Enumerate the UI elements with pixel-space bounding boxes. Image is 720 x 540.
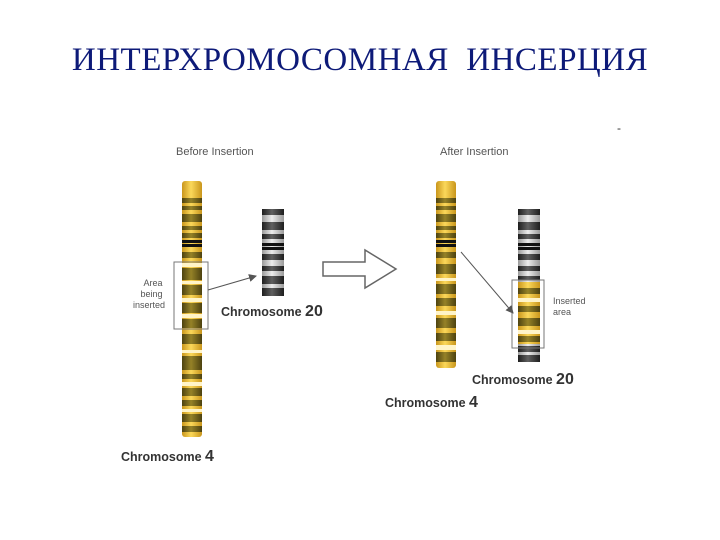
chromosome-band	[436, 345, 456, 350]
chromosome-band	[182, 400, 202, 406]
transition-arrow-icon	[322, 248, 398, 290]
chromosome-band	[262, 209, 284, 215]
inserted-segment	[518, 282, 540, 344]
chromosome-band	[518, 330, 540, 334]
chromosome-band	[436, 264, 456, 274]
chromosome-band	[518, 318, 540, 326]
chromosome-band	[436, 298, 456, 306]
chromosome-band	[518, 234, 540, 239]
chromosome-band	[182, 382, 202, 386]
chromosome-band	[518, 355, 540, 362]
centromere	[182, 240, 202, 243]
chromosome-band	[436, 233, 456, 238]
chromosome-band	[182, 303, 202, 313]
chromosome-band	[518, 222, 540, 230]
chromosome-band	[182, 319, 202, 328]
chromosome-band	[518, 336, 540, 342]
inserted-area-box	[511, 279, 545, 349]
chromosome-band	[262, 254, 284, 260]
chromosome-band	[182, 314, 202, 318]
chromosome-band	[436, 206, 456, 210]
chromosome-4-before	[182, 181, 202, 437]
chromosome-body	[262, 209, 284, 296]
chromosome-band	[436, 352, 456, 362]
chromosome-band	[262, 234, 284, 239]
area-being-inserted-label: Area being inserted	[133, 278, 165, 310]
chromosome-band	[436, 284, 456, 294]
chromosome-band	[182, 334, 202, 344]
chromosome-band	[182, 233, 202, 238]
chromosome-band	[182, 356, 202, 370]
centromere	[436, 244, 456, 247]
chromosome-band	[436, 311, 456, 315]
chromosome-band	[436, 278, 456, 281]
chromosome-4-after	[436, 181, 456, 368]
chromosome-band	[182, 281, 202, 284]
chromosome-band	[436, 318, 456, 328]
chromosome-20-before	[262, 209, 284, 296]
centromere	[182, 244, 202, 247]
chromosome-band	[182, 409, 202, 412]
chromosome-band	[518, 298, 540, 302]
chromosome-band	[518, 346, 540, 352]
chromosome-20-label-before: Chromosome 20	[221, 303, 323, 320]
chromosome-band	[182, 285, 202, 295]
chromosome-band	[436, 333, 456, 341]
centromere	[518, 247, 540, 250]
chromosome-band	[182, 252, 202, 258]
chromosome-band	[262, 222, 284, 230]
chromosome-band	[518, 209, 540, 215]
before-heading: Before Insertion	[176, 146, 254, 158]
chromosome-band	[436, 252, 456, 258]
chromosome-band	[182, 350, 202, 353]
chromosome-band	[436, 198, 456, 203]
removed-area-pointer-arrow	[460, 251, 514, 314]
chromosome-band	[182, 426, 202, 432]
chromosome-band	[182, 414, 202, 422]
area-being-inserted-box	[173, 261, 209, 330]
chromosome-band	[518, 276, 540, 280]
chromosome-band	[262, 288, 284, 296]
chromosome-band	[182, 226, 202, 230]
chromosome-20-after	[518, 209, 540, 362]
chromosome-band	[182, 374, 202, 379]
inserted-area-label: Inserted area	[553, 296, 588, 317]
chromosome-4-label-before: Chromosome 4	[121, 448, 214, 465]
chromosome-band	[518, 266, 540, 271]
centromere	[262, 243, 284, 246]
chromosome-band	[262, 276, 284, 284]
chromosome-20-label-after: Chromosome 20	[472, 371, 574, 388]
chromosome-band	[182, 268, 202, 280]
chromosome-band	[182, 198, 202, 203]
chromosome-band	[436, 226, 456, 230]
chromosome-band	[182, 206, 202, 210]
stray-mark: -	[617, 121, 621, 135]
chromosome-band	[262, 266, 284, 271]
chromosome-4-label-after: Chromosome 4	[385, 394, 478, 411]
insertion-pointer-arrow	[207, 274, 257, 291]
centromere	[262, 247, 284, 250]
chromosome-band	[518, 306, 540, 312]
chromosome-band	[182, 298, 202, 302]
chromosome-band	[436, 214, 456, 222]
centromere	[518, 243, 540, 246]
chromosome-band	[518, 288, 540, 294]
after-heading: After Insertion	[440, 146, 508, 158]
chromosome-band	[518, 254, 540, 260]
centromere	[436, 240, 456, 243]
chromosome-band	[182, 214, 202, 222]
chromosome-band	[182, 263, 202, 267]
slide-title: ИНТЕРХРОМОСОМНАЯ ИНСЕРЦИЯ	[71, 42, 649, 78]
chromosome-band	[182, 388, 202, 396]
